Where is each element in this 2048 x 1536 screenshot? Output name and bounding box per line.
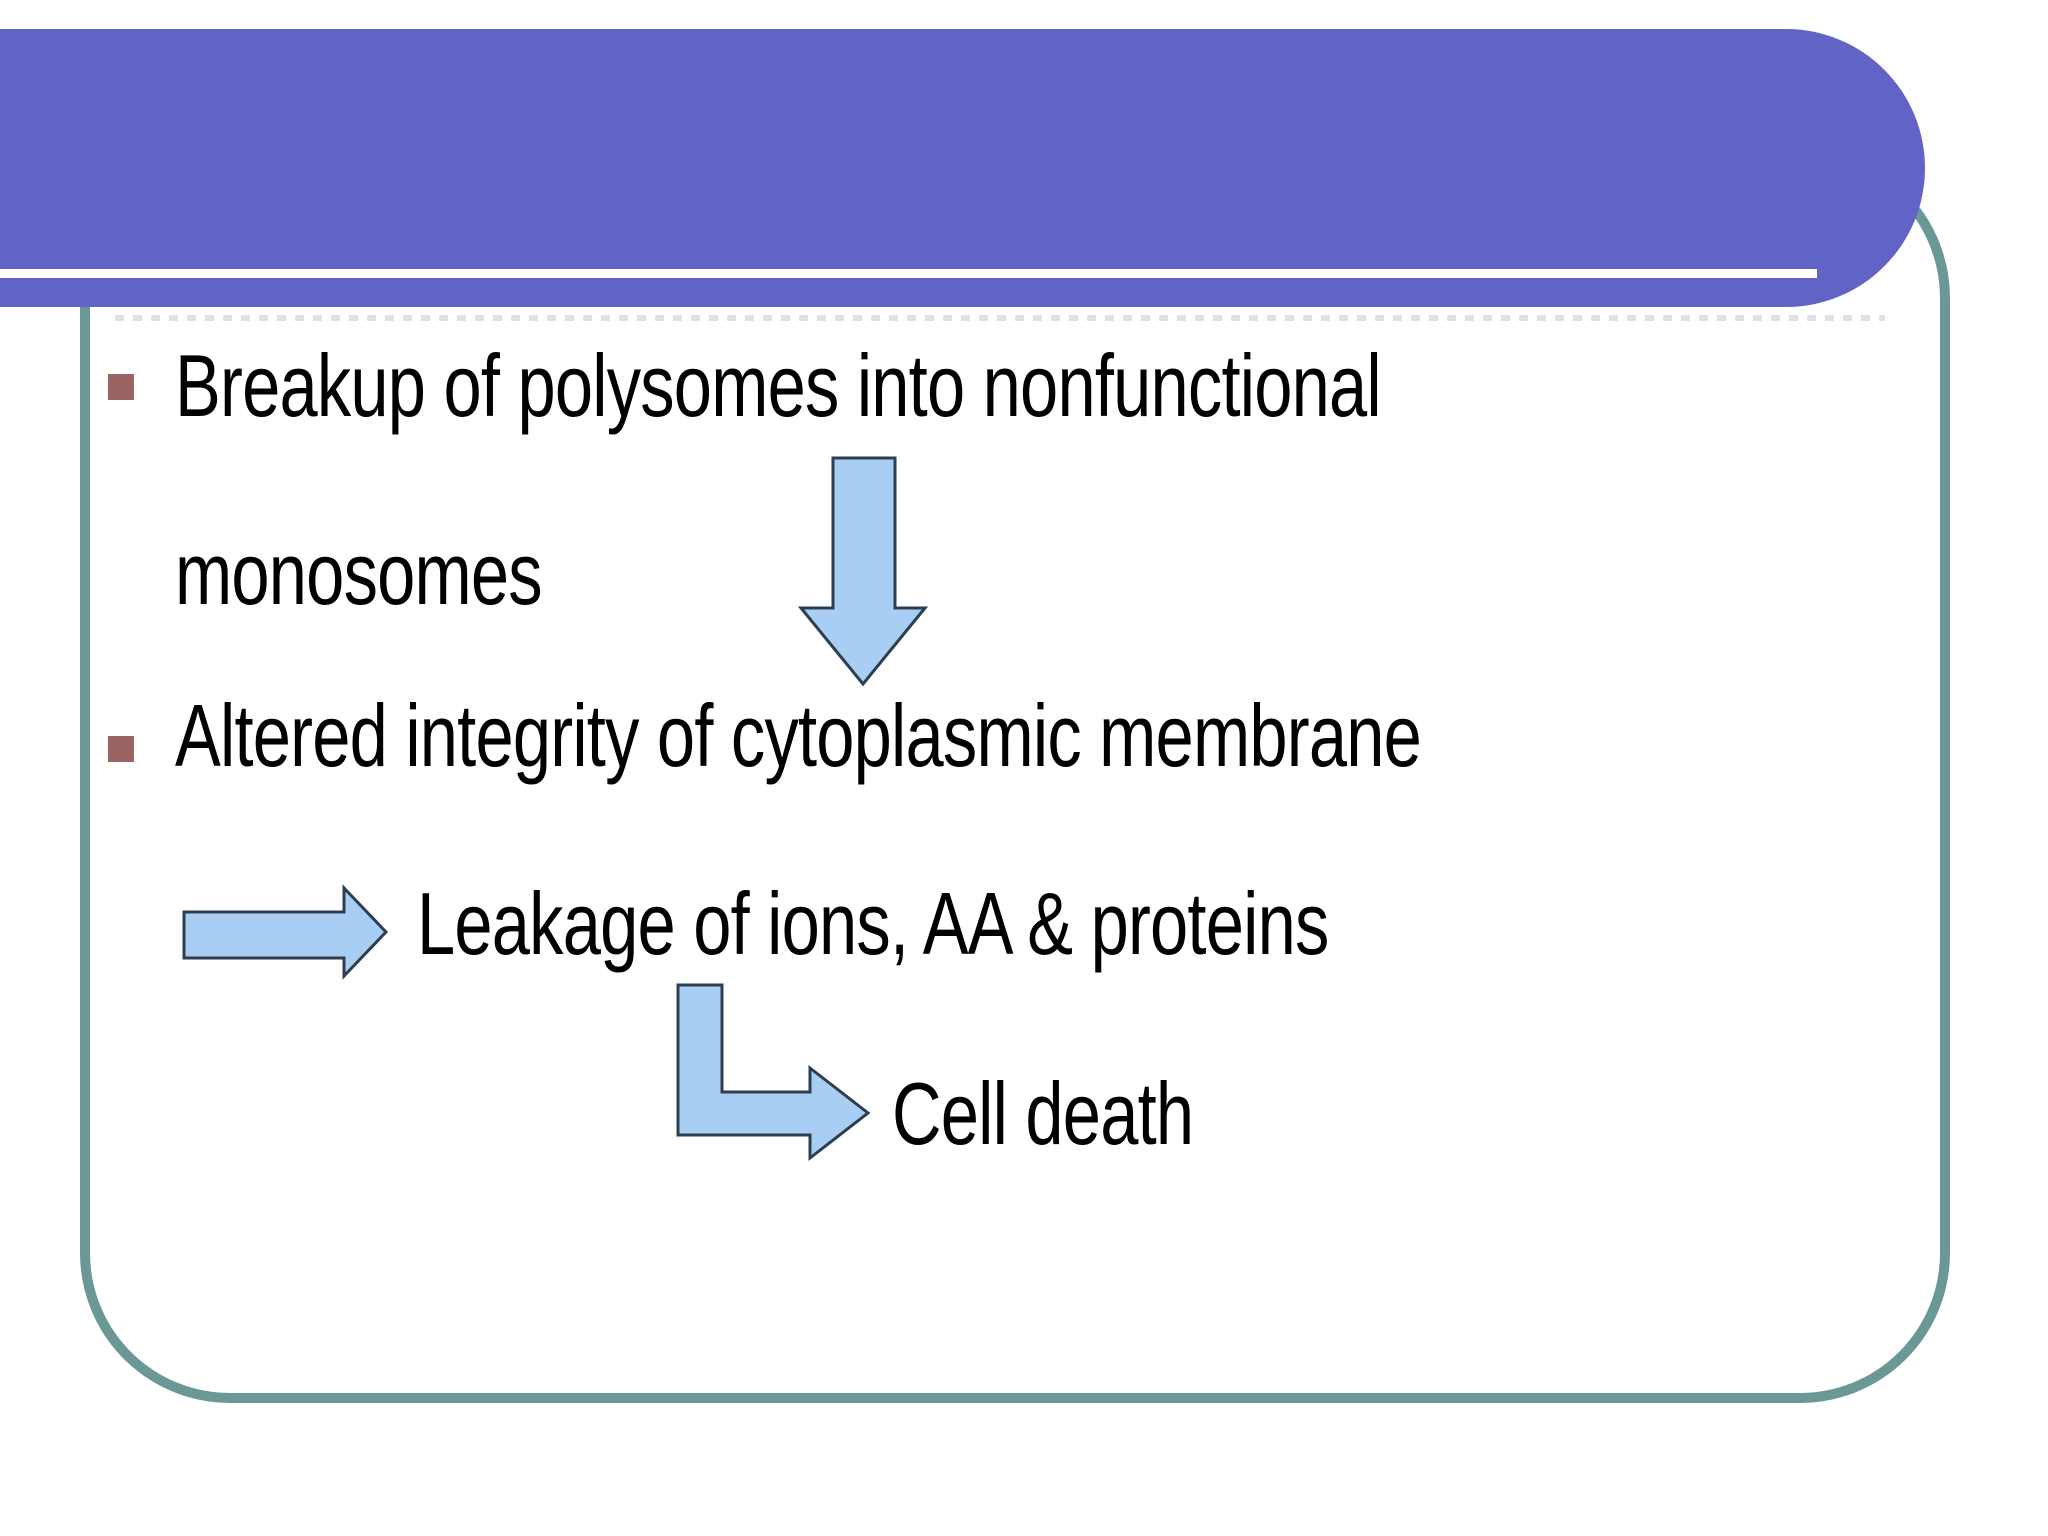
bullet-2-line-1: Altered integrity of cytoplasmic membran… <box>175 686 1422 785</box>
leakage-label: Leakage of ions, AA & proteins <box>417 874 1329 973</box>
title-dashed-separator <box>115 315 1885 321</box>
cell-death-label: Cell death <box>892 1064 1194 1163</box>
elbow-arrow-icon <box>676 983 871 1162</box>
down-arrow-icon <box>797 456 929 687</box>
bullet-1-line-1: Breakup of polysomes into nonfunctional <box>175 336 1382 435</box>
bullet-marker <box>108 736 134 762</box>
title-bar <box>0 29 1925 307</box>
title-underline-accent <box>0 269 1817 278</box>
right-arrow-icon <box>182 884 389 980</box>
bullet-marker <box>108 374 134 400</box>
bullet-1-line-2: monosomes <box>175 524 543 623</box>
